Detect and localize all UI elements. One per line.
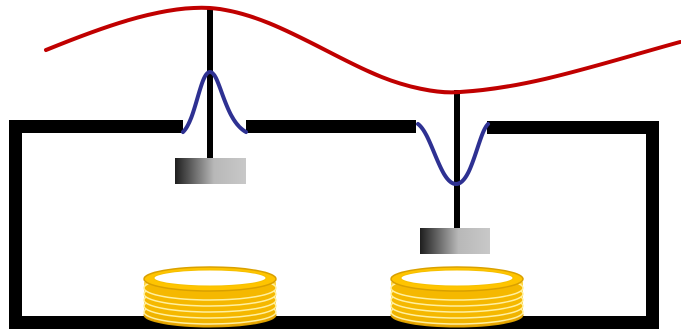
top-wave	[44, 5, 681, 95]
circuit-frame	[9, 120, 659, 329]
right-rod	[454, 90, 460, 230]
frame-top-left-segment	[9, 120, 183, 133]
frame-top-right-segment	[487, 121, 659, 134]
left-rod	[207, 8, 213, 160]
right-magnet	[420, 228, 490, 254]
frame-top-middle-segment	[246, 120, 416, 133]
frame-left-side	[9, 120, 22, 328]
frame-right-side	[646, 121, 659, 328]
frame-bottom	[9, 316, 659, 329]
left-local-wave	[181, 69, 248, 134]
left-coil	[143, 266, 277, 328]
right-coil	[390, 266, 524, 328]
right-local-wave	[416, 122, 490, 187]
left-magnet	[175, 158, 246, 184]
